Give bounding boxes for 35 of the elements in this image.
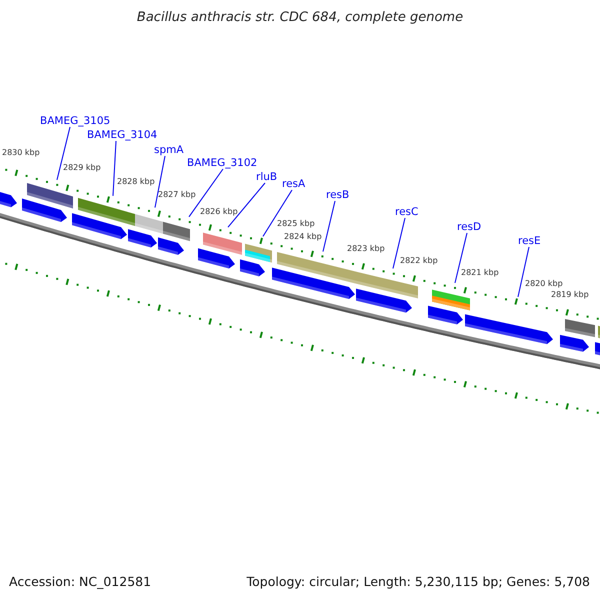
scale-label: 2824 kbp [284,232,322,242]
gene-label: spmA [154,144,184,156]
gene-label: BAMEG_3105 [40,115,110,127]
map-title: Bacillus anthracis str. CDC 684, complete genome [136,10,464,25]
leader-line [56,126,70,180]
gene-label: BAMEG_3104 [87,129,158,141]
scale-label: 2825 kbp [277,219,315,229]
leader-line [228,182,266,228]
leader-line [322,200,336,252]
scale-label: 2829 kbp [63,163,101,173]
gene-label: BAMEG_3102 [187,157,258,169]
leader-line [262,190,292,237]
gene-label: resD [457,221,482,233]
gene-label: resE [518,235,541,247]
accession-text: Accession: NC_012581 [9,574,152,589]
leader-line [392,218,406,270]
scale-label: 2822 kbp [400,256,438,266]
scale-label: 2830 kbp [2,148,40,158]
scale-label: 2820 kbp [525,279,563,289]
leader-line [518,246,530,298]
gene-label: resC [395,206,418,218]
gene-label: resB [326,189,350,201]
genome-info-text: Topology: circular; Length: 5,230,115 bp; Genes: 5,708 [246,574,590,589]
scale-label: 2821 kbp [461,268,499,278]
gene-label: resA [282,178,306,190]
scale-label: 2827 kbp [158,190,196,200]
leader-line [188,168,224,218]
leader-line [154,156,166,208]
scale-label: 2826 kbp [200,207,238,217]
leader-line [112,140,116,196]
scale-label: 2828 kbp [117,177,155,187]
leader-line [454,232,468,284]
scale-label: 2823 kbp [347,244,385,254]
scale-label: 2819 kbp [551,290,589,300]
gene-label: rluB [256,171,278,183]
